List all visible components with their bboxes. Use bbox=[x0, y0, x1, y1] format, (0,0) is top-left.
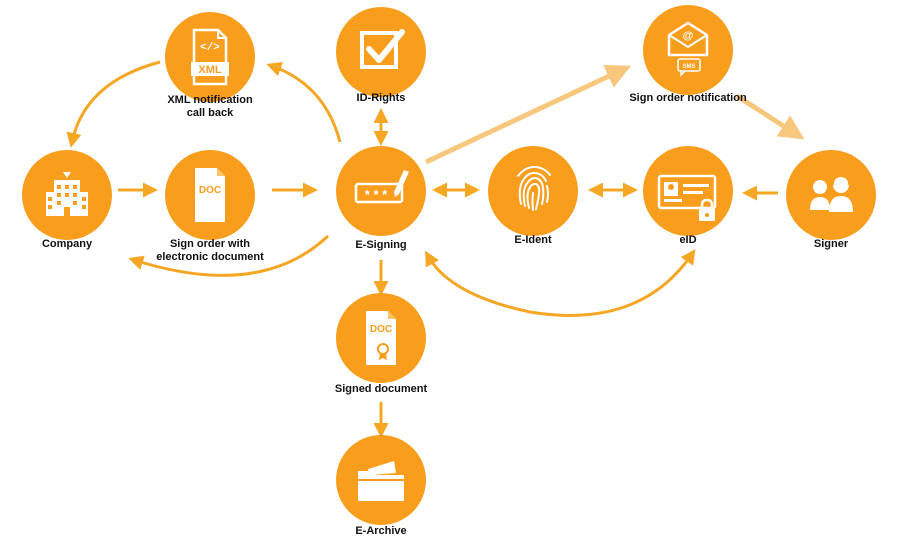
arrow-xml-to-company-curve bbox=[66, 60, 161, 148]
eid-label: eID bbox=[598, 234, 778, 247]
office-building-icon bbox=[22, 150, 112, 240]
label-line: Company bbox=[41, 238, 93, 250]
label-line: call back bbox=[186, 107, 234, 119]
signed-doc-icon: DOC bbox=[336, 293, 426, 383]
earchive-node[interactable]: E-Archive bbox=[336, 435, 426, 537]
xml-document-icon: </> XML bbox=[165, 12, 255, 102]
company-label: Company bbox=[0, 238, 157, 251]
folder-icon bbox=[336, 435, 426, 525]
label-line: Signer bbox=[813, 238, 849, 250]
arrow-esigning-to-notification bbox=[424, 65, 632, 165]
arrow-esigning-to-xml-curve bbox=[266, 61, 342, 143]
sign-order-node[interactable]: DOC Sign order with electronic document bbox=[156, 150, 264, 263]
earchive-label: E-Archive bbox=[291, 525, 471, 538]
eident-node[interactable]: E-Ident bbox=[488, 146, 578, 246]
esigning-label: E-Signing bbox=[291, 239, 471, 252]
doc-file-icon: DOC bbox=[165, 150, 255, 240]
signed-document-node[interactable]: DOC Signed document bbox=[335, 293, 427, 395]
sign-order-label: Sign order with electronic document bbox=[120, 238, 300, 264]
doc-glyph: DOC bbox=[199, 185, 221, 196]
sign-order-notification-node[interactable]: @ SMS Sign order notification bbox=[629, 5, 747, 104]
label-line: Signed document bbox=[334, 383, 428, 395]
password-glyph: * * * bbox=[365, 187, 388, 202]
label-line: E-Ident bbox=[514, 234, 552, 246]
email-at-glyph: @ bbox=[683, 30, 694, 42]
email-sms-icon: @ SMS bbox=[643, 5, 733, 95]
arrow-notification-to-signer bbox=[735, 93, 805, 140]
arrow-eid-esigning-curve bbox=[425, 249, 696, 317]
eident-label: E-Ident bbox=[443, 234, 623, 247]
label-line: Sign order with bbox=[169, 238, 251, 250]
arrow-esigning-to-company-curve bbox=[128, 234, 330, 277]
id-rights-label: ID-Rights bbox=[291, 92, 471, 105]
label-line: ID-Rights bbox=[356, 92, 406, 104]
id-card-lock-icon bbox=[643, 146, 733, 236]
label-line: electronic document bbox=[156, 251, 264, 263]
xml-badge-text: XML bbox=[198, 64, 222, 76]
sms-glyph: SMS bbox=[682, 64, 695, 70]
signed-document-label: Signed document bbox=[291, 383, 471, 396]
label-line: Sign order notification bbox=[629, 92, 747, 104]
id-rights-node[interactable]: ID-Rights bbox=[336, 7, 426, 104]
label-line: E-Signing bbox=[355, 239, 407, 251]
eid-node[interactable]: eID bbox=[643, 146, 733, 246]
signer-label: Signer bbox=[741, 238, 900, 251]
two-people-icon bbox=[786, 150, 876, 240]
label-line: E-Archive bbox=[355, 525, 407, 537]
esigning-node[interactable]: * * * E-Signing bbox=[336, 146, 426, 251]
sign-order-notification-label: Sign order notification bbox=[598, 92, 778, 105]
label-line: XML notification bbox=[167, 94, 253, 106]
label-line: eID bbox=[679, 234, 697, 246]
fingerprint-icon bbox=[488, 146, 578, 236]
signer-node[interactable]: Signer bbox=[786, 150, 876, 250]
xml-code-glyph: </> bbox=[200, 42, 220, 54]
checkbox-check-icon bbox=[336, 7, 426, 97]
doc-glyph: DOC bbox=[370, 324, 392, 335]
xml-notification-label: XML notification call back bbox=[120, 94, 300, 120]
xml-notification-node[interactable]: </> XML XML notification call back bbox=[165, 12, 255, 119]
password-pen-icon: * * * bbox=[336, 146, 426, 236]
company-node[interactable]: Company bbox=[22, 150, 112, 250]
